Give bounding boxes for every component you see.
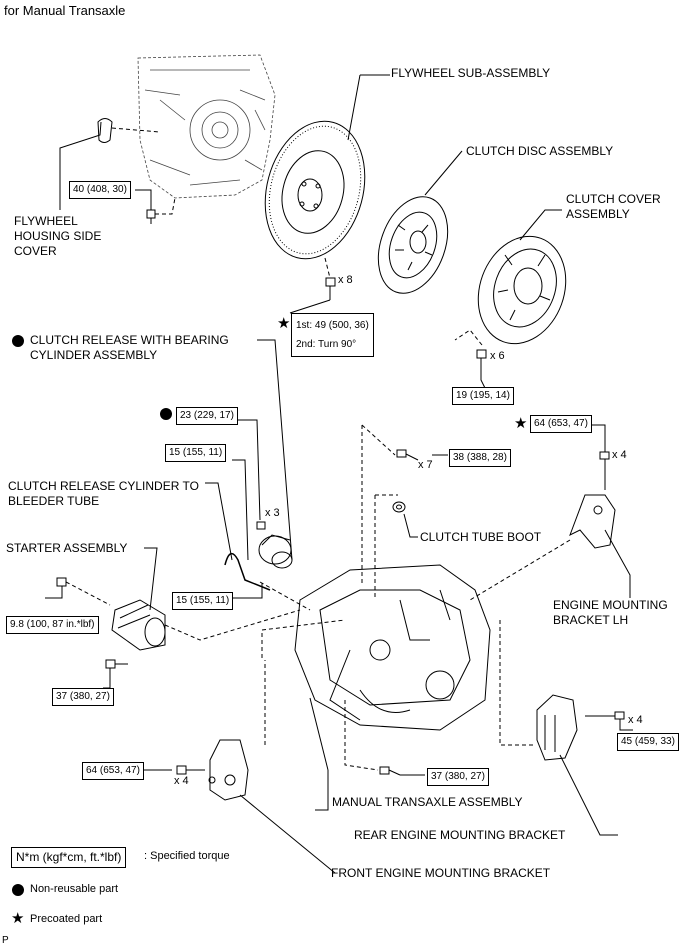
legend-nonreusable-icon (12, 884, 24, 896)
torque-mount-lh: 64 (653, 47) (530, 415, 592, 433)
label-clutch-disc: CLUTCH DISC ASSEMBLY (466, 144, 614, 158)
torque-release-cylinder: 23 (229, 17) (176, 407, 238, 425)
bolt-housing-cover (146, 209, 156, 224)
label-front-mount: FRONT ENGINE MOUNTING BRACKET (331, 866, 551, 880)
torque-flywheel: 1st: 49 (500, 36) 2nd: Turn 90° (291, 313, 374, 357)
precoated-icon: ★ (277, 315, 291, 332)
legend-torque-desc: : Specified torque (144, 850, 230, 862)
bolt-starter-lower (105, 659, 128, 669)
legend-torque-box: N*m (kgf*cm, ft.*lbf) (11, 847, 127, 868)
release-cylinder-illustration (258, 534, 293, 569)
precoated-icon: ★ (514, 415, 528, 432)
flywheel-illustration (264, 120, 366, 260)
bolt-clutch-cover (476, 349, 487, 389)
label-release-cylinder: CLUTCH RELEASE WITH BEARING CYLINDER ASS… (30, 333, 229, 362)
label-starter: STARTER ASSEMBLY (6, 541, 128, 555)
clutch-tube-boot-illustration (392, 501, 406, 513)
bolt-rear-mount (585, 711, 625, 720)
bolt-front-mount (176, 765, 205, 775)
torque-rear-mount: 45 (459, 33) (617, 733, 679, 751)
torque-bleeder-upper: 15 (155, 11) (165, 444, 227, 462)
figure-code: P (2, 935, 9, 946)
label-bleeder-tube: CLUTCH RELEASE CYLINDER TO BLEEDER TUBE (8, 479, 199, 508)
rear-mount-illustration (536, 694, 578, 761)
legend-precoated: Precoated part (30, 913, 103, 925)
torque-housing-cover: 40 (408, 30) (69, 181, 131, 199)
label-mount-lh: ENGINE MOUNTING BRACKET LH (553, 598, 668, 627)
nonreusable-icon (12, 335, 24, 347)
engine-mount-lh-illustration (569, 494, 616, 549)
label-flywheel: FLYWHEEL SUB-ASSEMBLY (391, 66, 551, 80)
qty-flywheel: x 8 (338, 274, 353, 286)
legend-precoated-icon: ★ (11, 910, 25, 927)
qty-clutch-cover: x 6 (490, 350, 505, 362)
bolt-starter-upper (56, 577, 67, 587)
label-housing-cover: FLYWHEEL HOUSING SIDE COVER (14, 214, 102, 258)
qty-rear-mount: x 4 (628, 714, 643, 726)
torque-starter-upper: 9.8 (100, 87 in.*lbf) (6, 616, 99, 634)
bleeder-tube-illustration (224, 552, 271, 591)
label-tube-boot: CLUTCH TUBE BOOT (420, 530, 542, 544)
bolt-transaxle-lower (379, 766, 401, 776)
label-clutch-cover: CLUTCH COVER ASSEMBLY (566, 192, 661, 221)
label-transaxle: MANUAL TRANSAXLE ASSEMBLY (332, 795, 523, 809)
legend-nonreusable: Non-reusable part (30, 883, 119, 895)
clutch-cover-illustration (477, 235, 567, 345)
torque-transaxle-upper: 38 (388, 28) (449, 449, 511, 467)
qty-transaxle: x 7 (418, 459, 433, 471)
transaxle-illustration (294, 564, 491, 731)
torque-clutch-cover: 19 (195, 14) (452, 387, 514, 405)
qty-release: x 3 (265, 507, 280, 519)
engine-block-illustration (137, 54, 276, 199)
bolt-flywheel (325, 277, 336, 300)
bolt-release-cylinder (256, 521, 266, 530)
torque-bleeder-lower: 15 (155, 11) (172, 592, 234, 610)
torque-transaxle-lower: 37 (380, 27) (427, 768, 489, 786)
bolt-mount-lh (599, 451, 610, 490)
qty-front-mount: x 4 (174, 775, 189, 787)
clutch-disc-illustration (377, 196, 449, 294)
page-header: for Manual Transaxle (4, 3, 126, 18)
torque-front-mount: 64 (653, 47) (82, 762, 144, 780)
qty-mount-lh: x 4 (612, 449, 627, 461)
label-rear-mount: REAR ENGINE MOUNTING BRACKET (354, 828, 566, 842)
nonreusable-icon (160, 408, 172, 420)
bolt-transaxle-upper (396, 449, 419, 461)
torque-starter-lower: 37 (380, 27) (52, 688, 114, 706)
housing-side-cover-part (97, 118, 113, 143)
front-mount-illustration (208, 739, 249, 801)
starter-illustration (111, 599, 166, 651)
